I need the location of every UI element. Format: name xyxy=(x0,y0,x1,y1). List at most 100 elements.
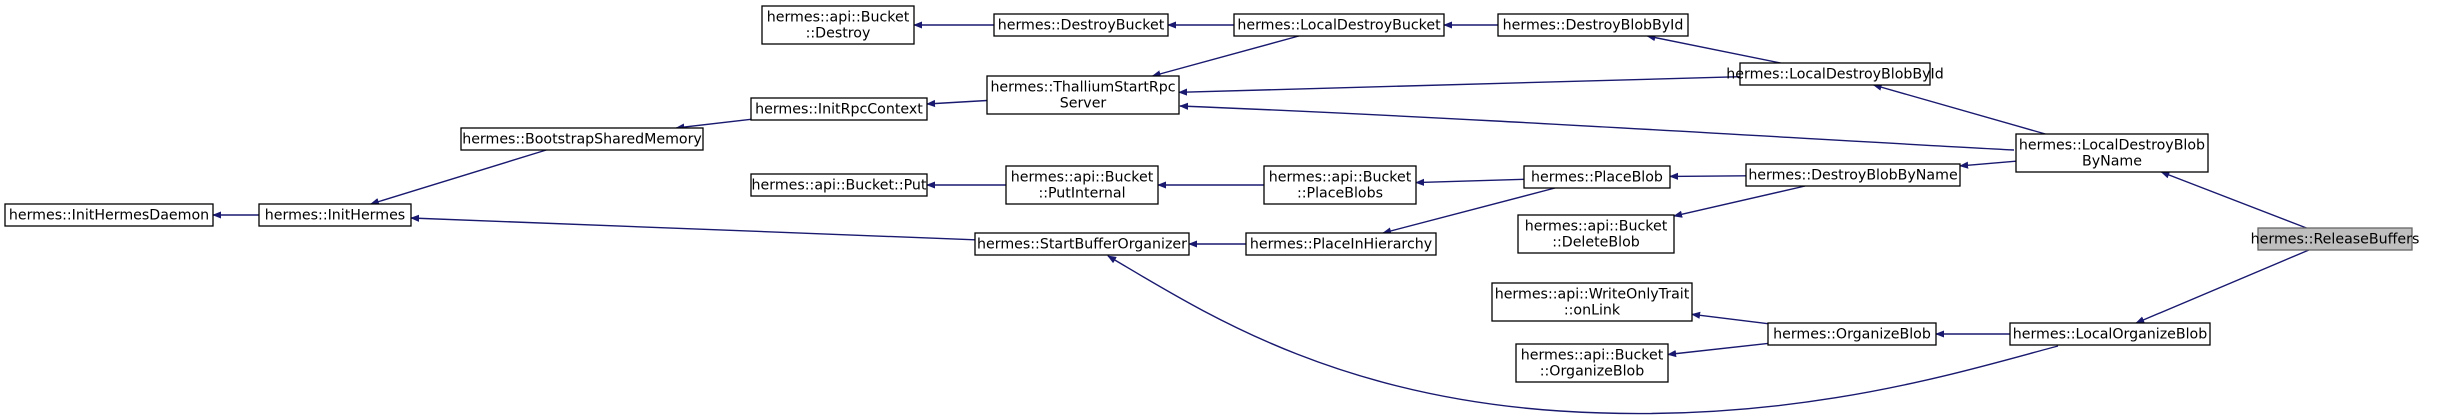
node-thallium-start-rpc-server-label-1: hermes::ThalliumStartRpc xyxy=(990,79,1175,95)
node-organize-blob[interactable]: hermes::OrganizeBlob xyxy=(1767,322,1937,346)
node-local-destroy-blob-by-name-box xyxy=(2015,133,2209,173)
node-local-destroy-bucket-label-1: hermes::LocalDestroyBucket xyxy=(1237,17,1441,33)
node-init-hermes-daemon-label-1: hermes::InitHermesDaemon xyxy=(9,207,209,223)
node-thallium-start-rpc-server-label-2: Server xyxy=(1060,95,1107,111)
node-api-bucket-destroy-label-1: hermes::api::Bucket xyxy=(767,9,910,25)
node-init-rpc-context[interactable]: hermes::InitRpcContext xyxy=(750,97,928,121)
node-api-bucket-put-internal[interactable]: hermes::api::Bucket::PutInternal xyxy=(1005,165,1159,205)
node-place-in-hierarchy-box xyxy=(1245,232,1437,256)
node-api-bucket-place-blobs[interactable]: hermes::api::Bucket::PlaceBlobs xyxy=(1263,165,1417,205)
edge-bsm-to-irc xyxy=(675,118,752,131)
node-place-in-hierarchy-label-1: hermes::PlaceInHierarchy xyxy=(1250,236,1432,252)
node-place-blob[interactable]: hermes::PlaceBlob xyxy=(1523,165,1671,189)
edge-tsrs-to-ldb xyxy=(1151,35,1299,78)
node-api-bucket-organize-blob-box xyxy=(1515,343,1669,383)
node-init-hermes-label-1: hermes::InitHermes xyxy=(265,207,405,223)
node-api-bucket-delete-blob-box xyxy=(1517,214,1675,254)
node-api-bucket-put[interactable]: hermes::api::Bucket::Put xyxy=(750,173,928,197)
node-local-destroy-blob-by-name-label-1: hermes::LocalDestroyBlob xyxy=(2019,137,2205,153)
node-api-write-only-trait-on-link[interactable]: hermes::api::WriteOnlyTrait::onLink xyxy=(1491,282,1693,322)
node-bootstrap-shared-memory-box xyxy=(460,127,704,151)
node-destroy-blob-by-name[interactable]: hermes::DestroyBlobByName xyxy=(1745,163,1961,187)
edge-aob-to-ob xyxy=(1667,342,1769,358)
node-destroy-blob-by-id[interactable]: hermes::DestroyBlobById xyxy=(1497,13,1689,37)
node-place-blob-box xyxy=(1523,165,1671,189)
node-api-bucket-destroy[interactable]: hermes::api::Bucket::Destroy xyxy=(761,5,915,45)
node-api-write-only-trait-on-link-label-2: ::onLink xyxy=(1564,302,1621,318)
node-init-hermes[interactable]: hermes::InitHermes xyxy=(258,203,412,227)
node-api-bucket-delete-blob-label-2: ::DeleteBlob xyxy=(1552,234,1640,250)
edge-irc-to-tsrs xyxy=(926,99,988,108)
node-release-buffers-box xyxy=(2257,227,2413,251)
node-destroy-blob-by-id-box xyxy=(1497,13,1689,37)
node-api-bucket-put-internal-box xyxy=(1005,165,1159,205)
node-api-bucket-delete-blob-label-1: hermes::api::Bucket xyxy=(1525,218,1668,234)
edge-ih-to-bsm xyxy=(369,149,547,206)
node-start-buffer-organizer[interactable]: hermes::StartBufferOrganizer xyxy=(974,232,1190,256)
node-place-blob-label-1: hermes::PlaceBlob xyxy=(1531,169,1663,185)
node-place-in-hierarchy[interactable]: hermes::PlaceInHierarchy xyxy=(1245,232,1437,256)
node-local-destroy-blob-by-name-label-2: ByName xyxy=(2082,153,2142,169)
edge-sbo-to-lob xyxy=(1107,255,2059,415)
node-api-write-only-trait-on-link-box xyxy=(1491,282,1693,322)
edge-tsrs-to-ldbbi xyxy=(1178,76,1741,96)
node-local-organize-blob-box xyxy=(2009,322,2211,346)
node-api-bucket-destroy-box xyxy=(761,5,915,45)
edge-lob-to-release xyxy=(2135,249,2310,324)
edge-tsrs-to-ldbbn xyxy=(1179,102,2015,151)
node-api-bucket-put-internal-label-2: ::PutInternal xyxy=(1038,185,1125,201)
node-init-rpc-context-box xyxy=(750,97,928,121)
node-destroy-blob-by-name-box xyxy=(1745,163,1961,187)
node-api-bucket-put-internal-label-1: hermes::api::Bucket xyxy=(1011,169,1154,185)
node-init-rpc-context-label-1: hermes::InitRpcContext xyxy=(755,101,923,117)
edge-ih-to-sbo xyxy=(410,214,976,241)
node-api-bucket-put-label-1: hermes::api::Bucket::Put xyxy=(752,177,927,193)
node-init-hermes-daemon[interactable]: hermes::InitHermesDaemon xyxy=(4,203,214,227)
node-destroy-blob-by-name-label-1: hermes::DestroyBlobByName xyxy=(1748,167,1957,183)
node-init-hermes-box xyxy=(258,203,412,227)
node-local-organize-blob-label-1: hermes::LocalOrganizeBlob xyxy=(2013,326,2208,342)
edge-apbs-to-pb xyxy=(1415,178,1525,186)
node-api-bucket-place-blobs-label-2: ::PlaceBlobs xyxy=(1297,185,1383,201)
edge-pb-to-dbbn xyxy=(1669,172,1747,180)
node-api-bucket-place-blobs-box xyxy=(1263,165,1417,205)
node-local-destroy-blob-by-id[interactable]: hermes::LocalDestroyBlobById xyxy=(1726,62,1944,86)
node-release-buffers-label-1: hermes::ReleaseBuffers xyxy=(2251,231,2420,247)
node-bootstrap-shared-memory[interactable]: hermes::BootstrapSharedMemory xyxy=(460,127,704,151)
node-destroy-bucket[interactable]: hermes::DestroyBucket xyxy=(993,13,1169,37)
node-init-hermes-daemon-box xyxy=(4,203,214,227)
node-api-bucket-organize-blob[interactable]: hermes::api::Bucket::OrganizeBlob xyxy=(1515,343,1669,383)
node-destroy-blob-by-id-label-1: hermes::DestroyBlobById xyxy=(1503,17,1684,33)
node-local-organize-blob[interactable]: hermes::LocalOrganizeBlob xyxy=(2009,322,2211,346)
edge-ldbbi-to-ldbbn xyxy=(1872,83,2046,135)
node-destroy-bucket-box xyxy=(993,13,1169,37)
edge-dbbi-to-ldbbi xyxy=(1646,34,1781,64)
node-api-bucket-delete-blob[interactable]: hermes::api::Bucket::DeleteBlob xyxy=(1517,214,1675,254)
node-api-bucket-place-blobs-label-1: hermes::api::Bucket xyxy=(1269,169,1412,185)
nodes-layer: hermes::ReleaseBuffers hermes::LocalDestr… xyxy=(4,5,2420,383)
edge-pih-to-pb xyxy=(1382,187,1556,235)
node-destroy-bucket-label-1: hermes::DestroyBucket xyxy=(998,17,1165,33)
node-bootstrap-shared-memory-label-1: hermes::BootstrapSharedMemory xyxy=(462,131,702,147)
node-organize-blob-label-1: hermes::OrganizeBlob xyxy=(1773,326,1931,342)
edge-ldbbn-to-release xyxy=(2160,171,2307,229)
node-start-buffer-organizer-label-1: hermes::StartBufferOrganizer xyxy=(977,236,1187,252)
node-organize-blob-box xyxy=(1767,322,1937,346)
node-api-write-only-trait-on-link-label-1: hermes::api::WriteOnlyTrait xyxy=(1495,286,1690,302)
node-local-destroy-blob-by-id-label-1: hermes::LocalDestroyBlobById xyxy=(1726,66,1943,82)
edges-layer xyxy=(212,21,2310,415)
node-release-buffers[interactable]: hermes::ReleaseBuffers xyxy=(2251,227,2420,251)
node-local-destroy-bucket[interactable]: hermes::LocalDestroyBucket xyxy=(1233,13,1445,37)
node-local-destroy-bucket-box xyxy=(1233,13,1445,37)
edge-dbbn-to-ldbbn xyxy=(1959,160,2017,169)
node-start-buffer-organizer-box xyxy=(974,232,1190,256)
edge-wol-to-ob xyxy=(1691,311,1769,325)
node-api-bucket-destroy-label-2: ::Destroy xyxy=(806,25,871,41)
node-thallium-start-rpc-server-box xyxy=(986,75,1180,115)
node-local-destroy-blob-by-id-box xyxy=(1739,62,1931,86)
edge-delb-to-dbbn xyxy=(1673,185,1806,218)
node-api-bucket-organize-blob-label-2: ::OrganizeBlob xyxy=(1540,363,1644,379)
